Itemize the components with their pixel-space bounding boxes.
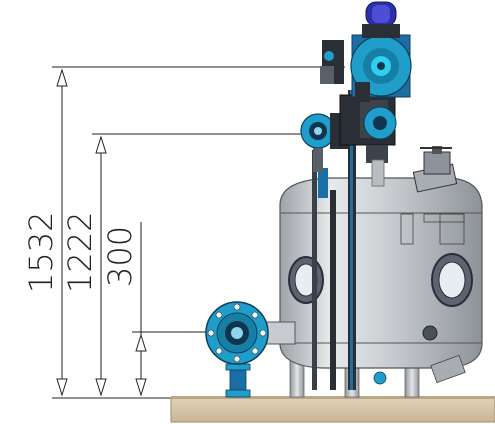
pressure-vessel [279, 90, 483, 390]
arrow-300-top [135, 333, 147, 352]
arrow-300-bottom [135, 378, 147, 397]
arrow-1532-bottom [56, 378, 68, 397]
dim-label-300: 300 [101, 226, 139, 287]
inlet-flange [205, 301, 296, 365]
dim-label-1532: 1532 [22, 212, 60, 293]
arrow-1532-top [56, 68, 68, 87]
arrow-1222-bottom [95, 378, 107, 397]
beacon [362, 1, 400, 38]
dimension-lines [52, 66, 345, 399]
arrow-1222-top [95, 135, 107, 154]
drain-outlet [373, 354, 466, 385]
top-manway [412, 146, 458, 193]
dim-label-1222: 1222 [61, 212, 99, 293]
base-slab [170, 396, 495, 423]
valve-cluster [339, 94, 397, 187]
top-flange [320, 34, 412, 102]
